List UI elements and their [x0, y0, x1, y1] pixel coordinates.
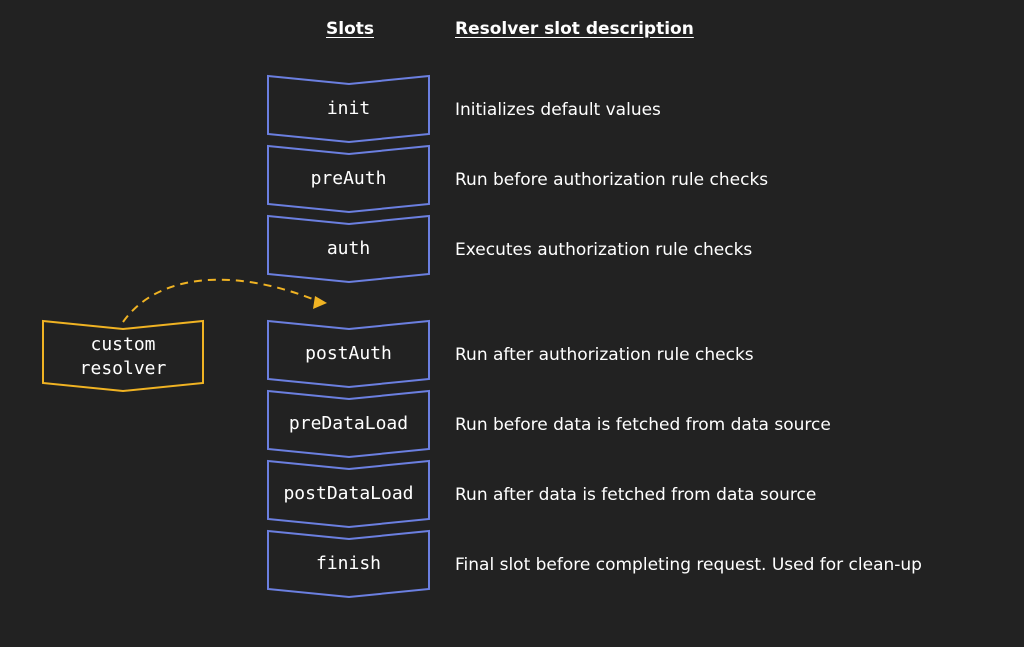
- slot-label-preAuth: preAuth: [310, 168, 387, 189]
- slot-description-preAuth: Run before authorization rule checks: [455, 170, 769, 190]
- slot-description-postDataLoad: Run after data is fetched from data sour…: [455, 485, 817, 505]
- slot-label-init: init: [326, 98, 371, 119]
- slot-label-finish: finish: [315, 553, 382, 574]
- slot-box-preAuth: [267, 144, 430, 214]
- slot-label-postAuth: postAuth: [305, 343, 392, 364]
- slot-box-preDataLoad: [267, 389, 430, 459]
- slot-description-postAuth: Run after authorization rule checks: [455, 345, 754, 365]
- slot-description-preDataLoad: Run before data is fetched from data sou…: [455, 415, 831, 435]
- slots-header: Slots: [326, 19, 374, 39]
- slot-box-postAuth: [267, 319, 430, 389]
- slot-box-auth: [267, 214, 430, 284]
- slot-description-auth: Executes authorization rule checks: [455, 240, 753, 260]
- slot-description-init: Initializes default values: [455, 100, 661, 120]
- custom-resolver-box: [42, 319, 204, 393]
- insertion-arrow: [122, 278, 316, 323]
- description-header: Resolver slot description: [455, 19, 694, 39]
- slot-description-finish: Final slot before completing request. Us…: [455, 555, 922, 575]
- insertion-arrowhead: [313, 296, 327, 309]
- slot-box-init: [267, 74, 430, 144]
- slot-box-postDataLoad: [267, 459, 430, 529]
- slot-label-postDataLoad: postDataLoad: [283, 483, 414, 504]
- slot-label-auth: auth: [326, 238, 371, 259]
- custom-resolver-line2: resolver: [79, 358, 167, 379]
- custom-resolver-label: custom resolver: [43, 333, 203, 381]
- slot-box-finish: [267, 529, 430, 599]
- slot-label-preDataLoad: preDataLoad: [288, 413, 409, 434]
- custom-resolver-line1: custom: [90, 334, 156, 355]
